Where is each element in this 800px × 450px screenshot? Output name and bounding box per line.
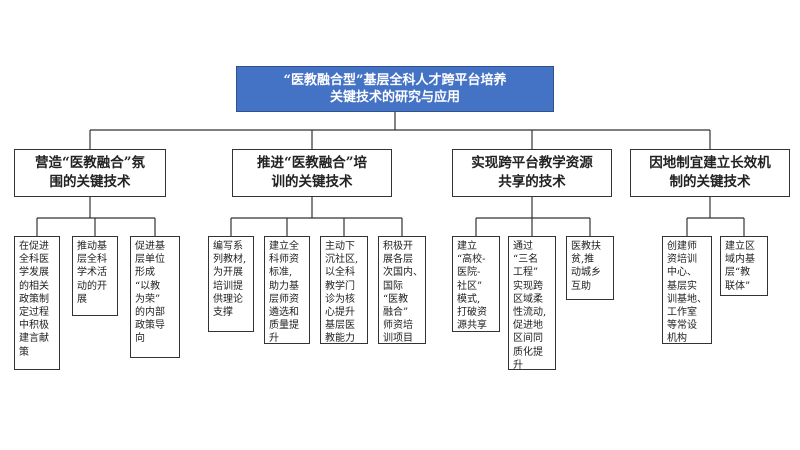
leaf-node: 编写系 列教材, 为开展 培训提 供理论 支撑 (208, 236, 254, 332)
leaf-node: 主动下 沉社区, 以全科 教学门 诊为核 心提升 基层医 教能力 (320, 236, 368, 344)
leaf-node: 建立区 域内基 层“教 联体” (720, 236, 768, 296)
leaf-node: 通过 “三名 工程” 实现跨 区域柔 性流动, 促进地 区间同 质化提 升 (508, 236, 556, 370)
leaf-node: 积极开 展各层 次国内、 国际 “医教 融合” 师资培 训项目 (378, 236, 426, 344)
leaf-node: 建立全 科师资 标准, 助力基 层师资 遴选和 质量提 升 (264, 236, 310, 344)
leaf-node: 推动基 层全科 学术活 动的开 展 (72, 236, 118, 316)
leaf-node: 医教扶 贫,推 动城乡 互助 (566, 236, 614, 300)
branch-node-atmosphere: 营造“医教融合”氛 围的关键技术 (14, 149, 166, 197)
leaf-node: 建立 “高校- 医院- 社区” 模式, 打破资 源共享 壁垒 (452, 236, 500, 332)
branch-node-mechanism: 因地制宜建立长效机 制的关键技术 (630, 149, 790, 197)
leaf-node: 创建师 资培训 中心、 基层实 训基地、 工作室 等常设 机构 (662, 236, 712, 344)
branch-node-resource-sharing: 实现跨平台教学资源 共享的技术 (452, 149, 612, 197)
leaf-node: 促进基 层单位 形成 “以教 为荣” 的内部 政策导 向 (130, 236, 180, 358)
root-node-title: “医教融合型”基层全科人才跨平台培养 关键技术的研究与应用 (236, 66, 554, 112)
leaf-node: 在促进 全科医 学发展 的相关 政策制 定过程 中积极 建言献 策 (14, 236, 60, 370)
branch-node-training: 推进“医教融合”培 训的关键技术 (232, 149, 392, 197)
